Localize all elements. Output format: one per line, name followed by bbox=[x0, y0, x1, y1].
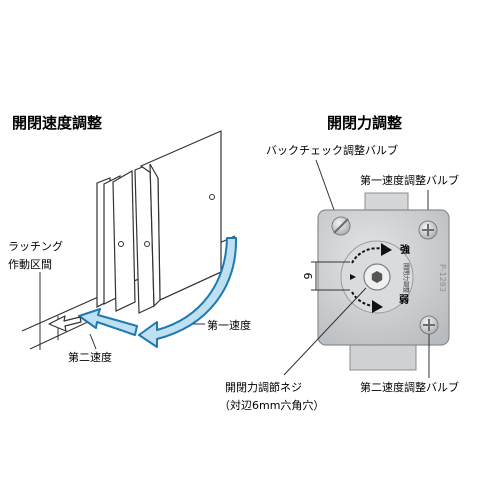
dimension-label: 6 bbox=[301, 273, 314, 280]
second-speed-valve-label: 第二速度調整バルブ bbox=[360, 380, 459, 394]
door-hinge-dot-3 bbox=[209, 194, 215, 200]
screw-label-line2: （対辺6mm六角穴） bbox=[219, 398, 324, 412]
screw-label-line1: 開閉力調節ネジ bbox=[225, 380, 302, 394]
latching-label-line1: ラッチング bbox=[8, 239, 63, 253]
speed-adjustment-panel: 開閉速度調整 ラッチング 作動区間 第一速度 第二速度 bbox=[8, 114, 251, 364]
door-bottom-edge bbox=[159, 271, 222, 301]
latching-arrow bbox=[48, 315, 82, 332]
second-speed-valve-screw bbox=[419, 315, 439, 335]
backcheck-valve-label: バックチェック調整バルブ bbox=[266, 143, 398, 157]
strong-arrow-head bbox=[381, 243, 392, 256]
speed-adjustment-title: 開閉速度調整 bbox=[12, 114, 102, 132]
screw-leader bbox=[283, 287, 367, 376]
door-hinge-dot-2 bbox=[144, 241, 150, 247]
first-speed-valve-label: 第一速度調整バルブ bbox=[360, 173, 459, 187]
backcheck-valve-screw bbox=[331, 216, 351, 236]
second-speed-label: 第二速度 bbox=[68, 350, 112, 364]
dimension-pointer-icon bbox=[350, 274, 356, 280]
door-panel-3 bbox=[112, 169, 136, 312]
force-adjustment-title: 開閉力調整 bbox=[327, 114, 402, 132]
strong-label: 強 bbox=[400, 243, 410, 256]
serial-marking: P-1283 bbox=[438, 264, 447, 292]
door-hinge-dot bbox=[118, 241, 124, 247]
dial-engraved-label: 開閉力調整 bbox=[402, 263, 410, 293]
first-speed-arrow bbox=[138, 237, 238, 348]
weak-label: 弱 bbox=[399, 294, 409, 306]
first-speed-valve-screw bbox=[418, 220, 438, 240]
weak-arrow-head bbox=[372, 300, 383, 313]
strong-direction-arc bbox=[351, 247, 384, 264]
first-speed-label: 第一速度 bbox=[207, 318, 251, 332]
hex-socket-icon bbox=[371, 271, 383, 283]
force-adjustment-panel: 開閉力調整 バックチェック調整バルブ 第一速度調整バルブ P-1283 bbox=[219, 114, 459, 412]
second-speed-arrow bbox=[78, 308, 138, 336]
second-speed-leader bbox=[89, 333, 97, 350]
latching-label-line2: 作動区間 bbox=[8, 257, 52, 271]
force-adjustment-dial: 強 弱 開閉力調整 bbox=[340, 240, 414, 314]
